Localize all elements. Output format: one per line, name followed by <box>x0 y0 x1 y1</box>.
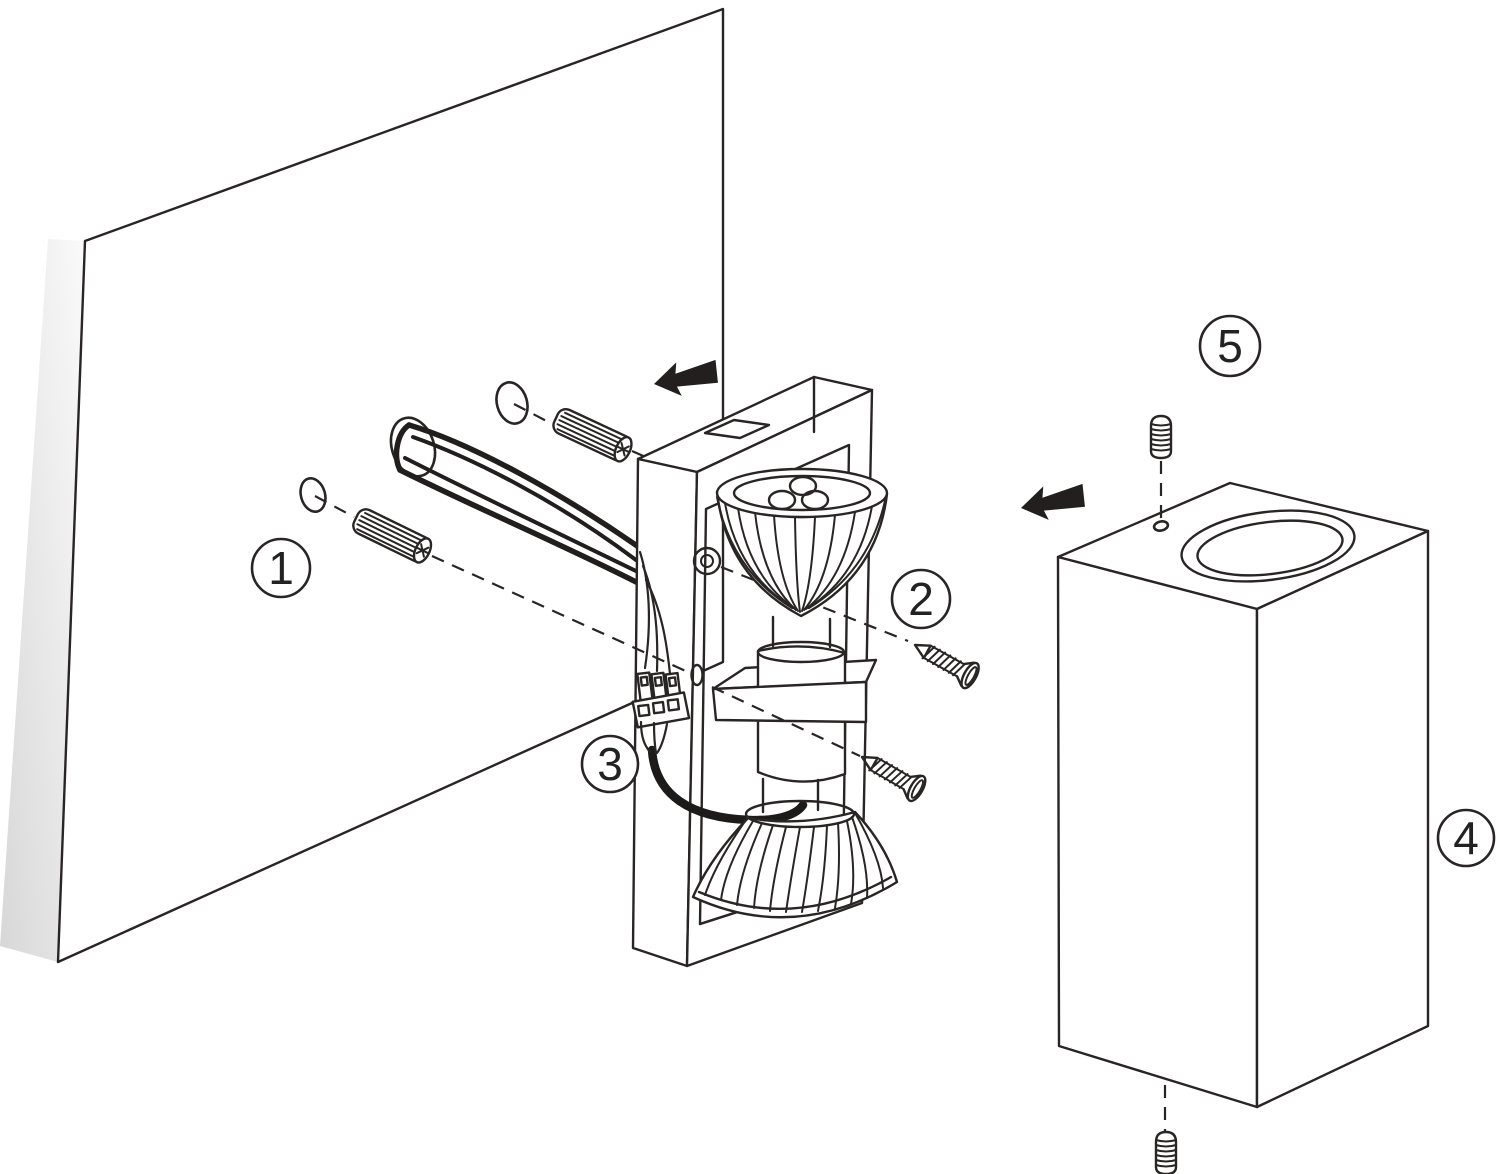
terminal-wires <box>638 550 672 755</box>
clamp-strap-front <box>711 680 868 724</box>
mounting-screw-1 <box>913 643 980 690</box>
wall-cable-outlet <box>389 416 645 588</box>
top-bulb <box>715 467 889 618</box>
step-marker-5: 5 <box>1198 314 1262 378</box>
alignment-dash-bottom1 <box>314 495 355 518</box>
drill-hole-top <box>495 381 529 425</box>
mounting-screw-2 <box>860 755 927 803</box>
step-label-4: 4 <box>1453 812 1479 864</box>
mains-cable <box>403 456 640 574</box>
connection-wire <box>647 745 808 825</box>
bottom-bulb <box>691 799 899 919</box>
mains-cable <box>406 422 643 551</box>
set-screw-top <box>1149 414 1173 460</box>
mains-cable <box>411 435 638 562</box>
frame-top-cutout <box>703 418 771 440</box>
top-bulb-neck <box>771 615 832 649</box>
step-marker-1: 1 <box>250 537 312 599</box>
step-marker-2: 2 <box>890 568 952 630</box>
alignment-dash-top <box>513 403 557 427</box>
step-marker-3: 3 <box>580 734 640 794</box>
housing-opening-outer <box>1180 509 1356 583</box>
terminal-post <box>636 671 654 702</box>
bottom-bulb-neck <box>761 777 820 814</box>
mains-cable <box>397 467 645 588</box>
step-marker-4: 4 <box>1436 808 1496 868</box>
drill-hole-bottom <box>299 477 327 513</box>
screw2-axis-dash <box>711 686 861 757</box>
housing-setscrew-hole <box>1152 520 1170 532</box>
wall-anchor-1 <box>552 407 633 463</box>
frame-screw-ring-inner <box>700 554 714 568</box>
step-label-3: 3 <box>597 738 623 790</box>
lamp-housing <box>1056 481 1430 1109</box>
housing-opening-inner <box>1196 519 1344 577</box>
alignment-dash-bottom2 <box>431 554 691 675</box>
top-bulb-ribs <box>716 495 887 613</box>
direction-arrow-icon <box>1021 483 1085 520</box>
led-lenses <box>767 475 830 511</box>
alignment-dash-top2 <box>631 449 651 461</box>
set-screw-bottom <box>1154 1130 1178 1174</box>
frame-screw-ring <box>692 546 722 576</box>
direction-arrow-icon <box>654 359 718 396</box>
frame-screw-hole <box>690 663 704 687</box>
wall-anchor-2 <box>352 508 433 564</box>
wall-front-face <box>56 7 725 964</box>
step-label-5: 5 <box>1217 320 1243 372</box>
step-label-2: 2 <box>908 573 934 625</box>
mains-cable-bend <box>393 422 412 473</box>
step-label-1: 1 <box>268 542 294 594</box>
wall <box>0 7 725 964</box>
terminal-block <box>631 671 691 729</box>
